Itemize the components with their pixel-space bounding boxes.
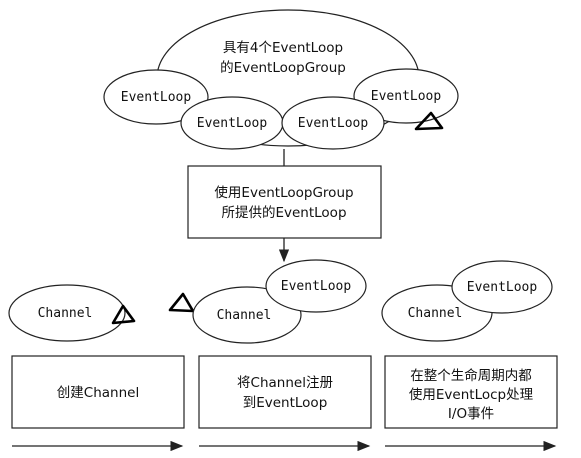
channel-label: Channel <box>217 308 272 323</box>
stage1-caption-box: 创建Channel <box>11 355 185 429</box>
eventloop-node-label: EventLoop <box>197 116 268 131</box>
stage3-caption-line2: 使用EventLocp处理 <box>409 386 534 403</box>
stage2-channel: Channel <box>192 286 302 344</box>
stage2-eventloop: EventLoop <box>265 259 367 313</box>
eventloop-label: EventLoop <box>281 279 352 294</box>
eventloop-node-label: EventLoop <box>371 89 442 104</box>
channel-label: Channel <box>408 306 463 321</box>
eventloop-node-3: EventLoop <box>281 96 385 150</box>
stage3-eventloop: EventLoop <box>451 260 553 314</box>
stage2-caption-line2: 到EventLoop <box>243 395 328 411</box>
eventloop-node-1: EventLoop <box>103 69 209 125</box>
eventloop-node-2: EventLoop <box>180 96 284 150</box>
stage1-channel: Channel <box>8 284 126 342</box>
stage2-caption-box: 将Channel注册 到EventLoop <box>198 355 372 429</box>
assign-box-line2: 所提供的EventLoop <box>221 205 346 221</box>
eventloop-group-title-line1: 具有4个EventLoop <box>223 40 343 56</box>
stage3-caption-line1: 在整个生命周期内都 <box>410 367 532 384</box>
eventloop-label: EventLoop <box>467 280 538 295</box>
stage3-caption-box: 在整个生命周期内都 使用EventLocp处理 I/O事件 <box>384 355 558 429</box>
channel-label: Channel <box>38 306 93 321</box>
assign-eventloop-box: 使用EventLoopGroup 所提供的EventLoop <box>187 165 382 239</box>
hand-drawn-triangle-mark <box>111 304 136 325</box>
stage3-caption-line3: I/O事件 <box>448 406 494 422</box>
stage1-caption-line1: 创建Channel <box>57 385 139 401</box>
eventloop-node-label: EventLoop <box>298 116 369 131</box>
assign-box-line1: 使用EventLoopGroup <box>214 184 353 201</box>
hand-drawn-triangle-mark <box>168 292 195 313</box>
stage2-caption-line1: 将Channel注册 <box>237 375 333 391</box>
hand-drawn-triangle-mark <box>414 111 444 131</box>
eventloop-group-title-line2: 的EventLoopGroup <box>220 60 346 76</box>
eventloop-node-label: EventLoop <box>121 90 192 105</box>
eventloop-node-4: EventLoop <box>353 68 459 124</box>
